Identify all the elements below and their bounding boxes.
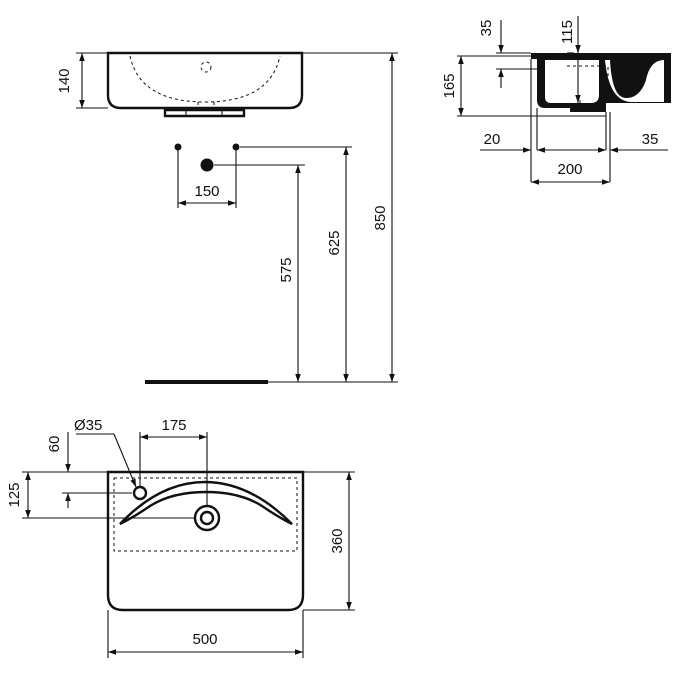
overflow-channel <box>548 63 556 95</box>
dim-rim-height: 850 <box>302 52 398 383</box>
basin-plan-outline <box>106 470 305 612</box>
dim-side-overflow: 35 <box>478 20 545 88</box>
dim-side-depth: 115 <box>559 16 581 103</box>
dim-label: 35 <box>642 131 659 148</box>
dim-label: 165 <box>441 73 458 98</box>
dim-label: 200 <box>557 161 582 178</box>
fixing-point-right <box>232 143 240 151</box>
bowl-hidden-line <box>567 65 609 100</box>
plan-view: Ø35 175 60 125 360 <box>6 417 355 658</box>
dim-label: 175 <box>161 417 186 434</box>
dim-label: 575 <box>278 257 295 282</box>
dim-plan-depth: 360 <box>303 471 355 611</box>
dim-label: 60 <box>46 436 63 453</box>
bowl-hidden-outline <box>113 477 298 552</box>
dim-front-height: 140 <box>56 52 108 109</box>
dim-tap-hole: Ø35 <box>74 417 137 488</box>
dim-side-waste-distance: 200 <box>531 161 610 185</box>
dim-side-offsets: 20 35 <box>480 59 668 182</box>
dim-tap-spacing: 150 <box>177 150 237 208</box>
dim-label: 850 <box>372 205 389 230</box>
dim-waste-height: 575 <box>214 164 305 383</box>
dim-label: 500 <box>192 631 217 648</box>
dim-label: 150 <box>194 183 219 200</box>
dim-label: 625 <box>326 230 343 255</box>
dim-tap-depth: 60 <box>46 432 132 508</box>
waste-hole-inner <box>199 510 215 526</box>
basin-side-section <box>531 53 671 112</box>
waste-hole-outer <box>193 504 221 532</box>
dim-tap-offset: 175 <box>139 417 208 506</box>
side-section: 35 115 165 20 35 <box>441 16 671 185</box>
basin-bowl-hidden-line <box>129 55 281 103</box>
dim-label: 140 <box>56 68 73 93</box>
dim-label: 115 <box>559 20 576 44</box>
dim-plan-width: 500 <box>107 610 304 658</box>
bowl-rim-curve <box>119 480 293 526</box>
tap-hole <box>132 485 148 501</box>
front-tap-hole-hidden <box>200 61 212 73</box>
front-elevation: 140 150 575 625 850 <box>56 51 398 384</box>
dim-label: 125 <box>6 482 23 507</box>
dim-label: 20 <box>484 131 501 148</box>
waste-point <box>200 158 214 172</box>
dim-waste-depth: 125 <box>6 471 195 519</box>
dim-label: 360 <box>329 528 346 553</box>
fixing-point-left <box>174 143 182 151</box>
dim-fixing-height: 625 <box>240 146 352 383</box>
dim-label: 35 <box>478 20 495 37</box>
waste-outlet <box>163 108 246 118</box>
dim-label: Ø35 <box>74 417 102 434</box>
basin-front-outline <box>106 51 304 110</box>
